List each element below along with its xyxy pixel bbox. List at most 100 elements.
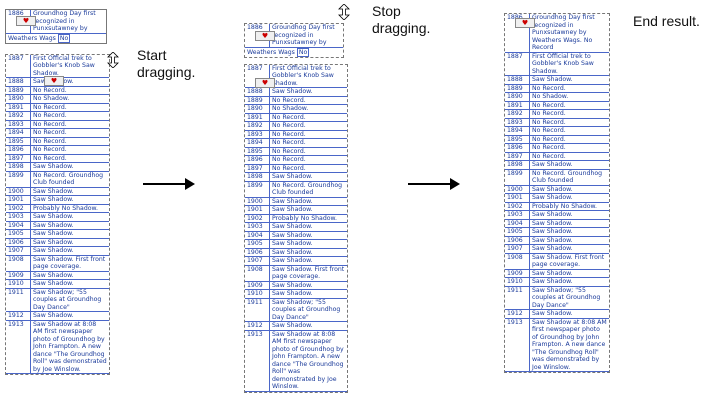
- header-text: Groundhog Day first recognized in Punxsu…: [30, 10, 106, 34]
- heart-icon[interactable]: ♥: [255, 31, 275, 41]
- row-text: No Record.: [30, 103, 109, 112]
- row-year: 1891: [245, 113, 270, 122]
- row-year: 1893: [6, 120, 31, 129]
- row-text: Saw Shadow.: [30, 238, 109, 247]
- row-year: 1901: [505, 193, 530, 203]
- heart-icon[interactable]: ♥: [515, 18, 535, 28]
- row-text: No Record.: [269, 121, 347, 131]
- row-year: 1903: [245, 222, 270, 232]
- row-text: Saw Shadow.: [529, 236, 609, 245]
- row-text: Saw Shadow.: [529, 193, 609, 203]
- row-text: Saw Shadow.: [529, 309, 609, 319]
- caption-end: End result.: [633, 13, 700, 29]
- row-year: 1905: [6, 229, 31, 239]
- row-year: 1887: [505, 52, 530, 76]
- row-year: 1897: [245, 164, 270, 173]
- row-year: 1889: [245, 96, 270, 105]
- row-year: 1892: [245, 121, 270, 131]
- row-year: 1906: [6, 238, 31, 247]
- header-box[interactable]: 1886 Groundhog Day first recognized in P…: [5, 9, 107, 44]
- row-year: 1892: [505, 109, 530, 119]
- row-text: Saw Shadow.: [30, 246, 109, 256]
- row-text: No Record.: [269, 96, 347, 105]
- row-year: 1897: [6, 154, 31, 163]
- row-year: 1906: [505, 236, 530, 245]
- row-year: 1904: [505, 219, 530, 228]
- heart-icon[interactable]: ♥: [16, 16, 36, 26]
- row-year: 1891: [505, 101, 530, 110]
- row-year: 1903: [6, 212, 31, 222]
- row-text: Saw Shadow.: [30, 212, 109, 222]
- row-year: 1905: [245, 239, 270, 249]
- header-sub2: No: [57, 33, 71, 43]
- row-text: First Official trek to Gobbler's Knob Sa…: [269, 64, 347, 88]
- row-year: 1901: [245, 205, 270, 215]
- row-text: No Record.: [30, 154, 109, 163]
- row-year: 1911: [6, 288, 31, 312]
- row-year: 1899: [245, 181, 270, 198]
- row-year: 1902: [6, 204, 31, 213]
- resize-cursor-icon: [338, 4, 350, 20]
- row-year: 1913: [505, 318, 530, 372]
- row-text: Saw Shadow.: [30, 279, 109, 289]
- table-end[interactable]: 1886 Groundhog Day first recognized in P…: [504, 13, 610, 373]
- row-year: 1888: [245, 87, 270, 97]
- row-year: 1907: [505, 244, 530, 254]
- row-text: No Record.: [529, 84, 609, 93]
- header-sub: Weathers Wags: [247, 48, 295, 56]
- row-year: 1888: [6, 77, 31, 87]
- row-year: 1900: [6, 187, 31, 196]
- row-year: 1898: [245, 172, 270, 182]
- row-text: Saw Shadow; "55 couples at Groundhog Day…: [30, 288, 109, 312]
- row-year: 1897: [505, 152, 530, 161]
- row-text: Saw Shadow.: [30, 195, 109, 205]
- row-text: No Record. Groundhog Club founded: [269, 181, 347, 198]
- row-year: 1913: [6, 320, 31, 374]
- row-text: Saw Shadow.: [529, 227, 609, 237]
- heart-icon[interactable]: ♥: [255, 78, 275, 88]
- row-text: Saw Shadow.: [269, 172, 347, 182]
- caption-start: Start dragging.: [137, 47, 196, 80]
- row-year: 1895: [505, 135, 530, 144]
- panel-stop: 1886 Groundhog Day first recognized in P…: [244, 4, 360, 393]
- row-year: 1888: [505, 75, 530, 85]
- row-text: No Record. Groundhog Club founded: [529, 169, 609, 186]
- row-text: Saw Shadow.: [30, 311, 109, 321]
- row-text: Saw Shadow.: [269, 248, 347, 257]
- header-sub2: No: [296, 47, 310, 57]
- heart-icon[interactable]: ♥: [44, 76, 64, 86]
- row-year: 1908: [505, 253, 530, 270]
